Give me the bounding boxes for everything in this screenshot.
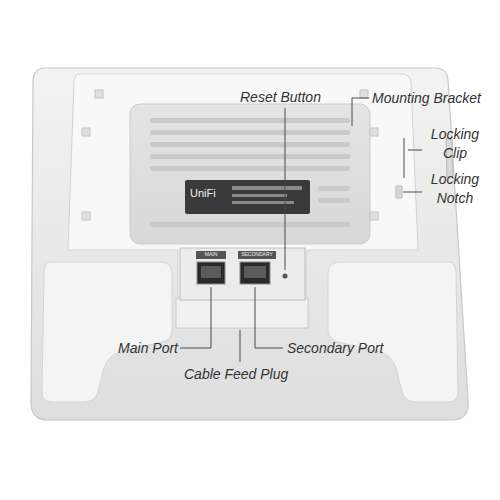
part-label: Main Port [118, 339, 178, 358]
port-label: MAIN [196, 252, 226, 257]
rj45-contacts [201, 266, 221, 278]
bracket-pad [328, 262, 458, 402]
part-label: Locking Notch [424, 170, 486, 208]
part-label: Cable Feed Plug [184, 365, 288, 384]
port-tag [238, 251, 276, 259]
part-label: Mounting Bracket [372, 89, 481, 108]
product-logo: UniFi [190, 188, 216, 199]
vent-slots [150, 118, 350, 227]
housing-plate [31, 68, 468, 420]
vent-recess [130, 104, 370, 244]
leader-lines [180, 98, 422, 362]
reset-hole [283, 274, 288, 279]
sticker-line [232, 194, 287, 197]
locking-notch [396, 186, 402, 198]
sticker-line [232, 186, 302, 190]
cable-feed-plug [176, 298, 308, 328]
rj45-contacts [244, 266, 266, 278]
rj45-port [240, 262, 270, 284]
product-sticker [185, 180, 310, 214]
rj45-port [197, 262, 225, 284]
port-housing [180, 248, 305, 300]
part-label: Locking Clip [424, 125, 486, 163]
bracket-pad [42, 262, 172, 402]
part-label: Secondary Port [287, 339, 384, 358]
part-label: Reset Button [240, 88, 321, 107]
port-label: SECONDARY [238, 252, 276, 257]
latch-holes [82, 90, 378, 220]
port-tag [196, 251, 226, 259]
